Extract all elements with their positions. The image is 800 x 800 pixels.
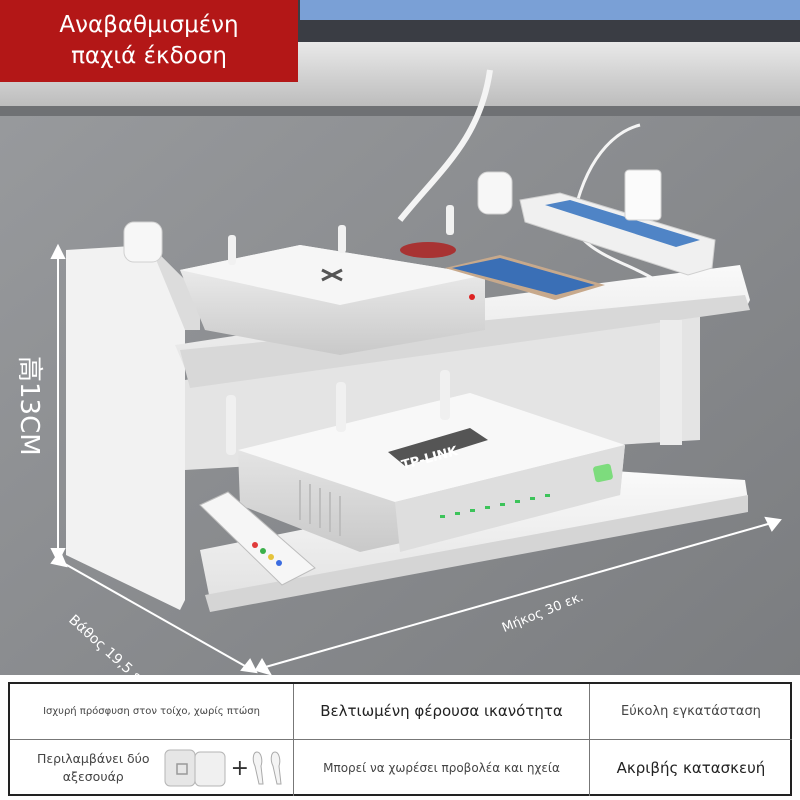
sill-shadow	[0, 106, 800, 116]
hook-icon	[252, 751, 282, 785]
feature-precise: Ακριβής κατασκευή	[616, 758, 766, 777]
upper-shelf-edge	[180, 295, 750, 388]
antenna	[336, 382, 346, 432]
router-logo-icon	[321, 268, 343, 282]
plus-icon: +	[230, 755, 249, 781]
feature-easy-install: Εύκολη εγκατάσταση	[590, 684, 792, 740]
wall-hook-left	[123, 221, 163, 263]
height-dimension: 高13CM	[14, 356, 50, 468]
shelf-side-edge	[150, 245, 200, 330]
power-strip	[519, 192, 716, 276]
phone-screen	[452, 258, 595, 295]
keys	[400, 242, 456, 258]
shelf-support	[660, 320, 682, 445]
features-table: Ισχυρή πρόσφυση στον τοίχο, χωρίς πτώση …	[8, 682, 792, 796]
router-status-leds	[440, 494, 550, 518]
feature-fits: Μπορεί να χωρέσει προβολέα και ηχεία	[294, 740, 590, 796]
power-strip-sockets	[545, 200, 700, 247]
power-cable	[397, 69, 493, 222]
window-glass	[300, 0, 800, 20]
upgrade-banner: Αναβαθμισμένη παχιά έκδοση	[0, 0, 298, 82]
lower-shelf-top	[200, 470, 748, 600]
remote-buttons	[252, 542, 282, 566]
feature-accessories-label: Περιλαμβάνει δύο αξεσουάρ	[36, 751, 150, 784]
dimension-lines	[50, 243, 782, 675]
lower-shelf-edge	[205, 495, 748, 612]
banner-line-1: Αναβαθμισμένη	[59, 12, 239, 38]
feature-wall-mount: Ισχυρή πρόσφυση στον τοίχο, χωρίς πτώση	[10, 684, 294, 740]
feature-load-capacity: Βελτιωμένη φέρουσα ικανότητα	[294, 684, 590, 740]
router-vents	[299, 480, 341, 536]
tplink-router-front	[395, 445, 625, 552]
antenna	[440, 370, 450, 420]
product-photo: TP-LINK	[0, 0, 800, 675]
height-label: 高13CM	[14, 356, 44, 456]
tplink-logo-badge	[388, 428, 488, 466]
banner-line-2: παχιά έκδοση	[71, 43, 227, 69]
feature-accessories: Περιλαμβάνει δύο αξεσουάρ +	[10, 740, 294, 796]
antenna	[338, 225, 346, 253]
accessory-images: +	[163, 746, 285, 790]
router-power-button	[593, 463, 613, 483]
antenna	[228, 235, 236, 265]
antenna	[446, 205, 454, 235]
adhesive-pad-icon	[164, 749, 226, 787]
charger-plug	[624, 169, 662, 221]
remote-control	[199, 491, 316, 586]
shelf-side-panel	[66, 245, 185, 610]
antenna	[226, 395, 236, 455]
router-led	[469, 294, 475, 300]
wall-hook-right	[477, 171, 513, 215]
